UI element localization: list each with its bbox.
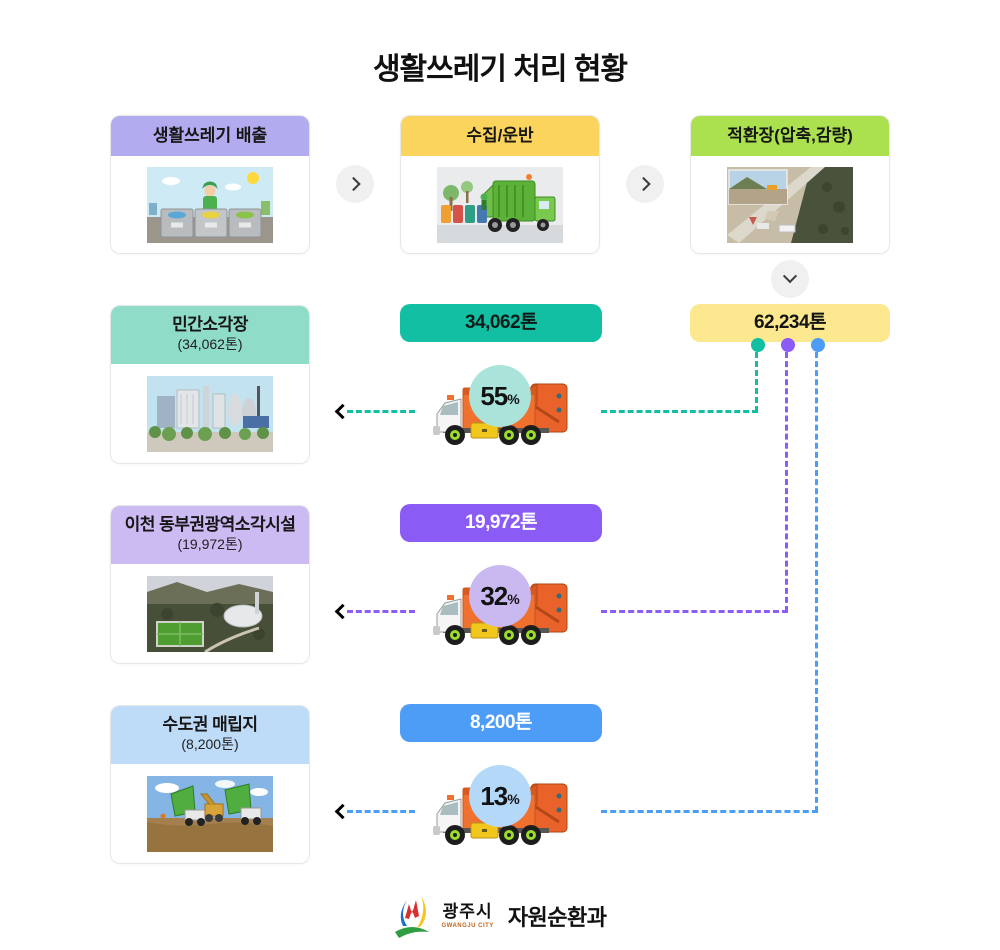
- connector-line-purple-horizontal: [601, 610, 788, 613]
- connector-line-teal-horizontal: [601, 410, 758, 413]
- arrow-line-purple: [347, 610, 415, 613]
- gwangju-city-emblem-icon: [395, 896, 430, 938]
- card-transfer-header: 적환장(압축,감량): [691, 116, 889, 156]
- chevron-right-icon: [346, 176, 361, 192]
- card-private-incinerator: 민간소각장 (34,062톤): [110, 305, 310, 464]
- landfill-site-image: [147, 775, 273, 852]
- percent-unit: %: [507, 391, 520, 407]
- destination-amount: (34,062톤): [177, 336, 243, 352]
- percent-circle-icheon: 32%: [469, 565, 531, 627]
- total-amount-badge: 62,234톤: [690, 304, 890, 342]
- card-waste-discharge: 생활쓰레기 배출: [110, 115, 310, 254]
- arrow-line-blue: [347, 810, 415, 813]
- card-collection-header: 수집/운반: [401, 116, 599, 156]
- card-transfer-station: 적환장(압축,감량): [690, 115, 890, 254]
- connector-dot-purple: [781, 338, 795, 352]
- icheon-facility-aerial-image: [147, 575, 273, 652]
- percent-value: 55: [480, 380, 508, 411]
- footer-department: 자원순환과: [507, 905, 607, 930]
- transfer-station-aerial-image: [727, 166, 853, 243]
- connector-line-teal-vertical: [755, 352, 758, 412]
- card-waste-discharge-header: 생활쓰레기 배출: [111, 116, 309, 156]
- percent-circle-landfill: 13%: [469, 765, 531, 827]
- footer-logo: 광주시 GWANGJU CITY 자원순환과: [0, 892, 1000, 940]
- card-icheon-incinerator: 이천 동부권광역소각시설 (19,972톤): [110, 505, 310, 664]
- destination-amount: (8,200톤): [181, 736, 239, 752]
- connector-dot-blue: [811, 338, 825, 352]
- arrow-line-teal: [347, 410, 415, 413]
- percent-unit: %: [507, 791, 520, 807]
- footer-city-name: 광주시: [442, 902, 493, 921]
- footer-city-name-en: GWANGJU CITY: [441, 923, 494, 929]
- destination-name: 민간소각장: [172, 315, 248, 334]
- destination-name: 이천 동부권광역소각시설: [124, 515, 296, 534]
- amount-badge-landfill: 8,200톤: [400, 704, 602, 742]
- step-arrow-1: [336, 165, 374, 203]
- arrow-head-purple-icon: [334, 603, 351, 620]
- connector-line-blue-vertical: [815, 352, 818, 812]
- step-arrow-2: [626, 165, 664, 203]
- step-arrow-down: [771, 260, 809, 298]
- amount-badge-icheon: 19,972톤: [400, 504, 602, 542]
- connector-line-blue-horizontal: [601, 810, 818, 813]
- amount-badge-incinerator: 34,062톤: [400, 304, 602, 342]
- destination-name: 수도권 매립지: [162, 715, 258, 734]
- page-title: 생활쓰레기 처리 현황: [372, 53, 628, 86]
- destination-amount: (19,972톤): [177, 536, 243, 552]
- garbage-truck-collection-illustration: [437, 166, 563, 243]
- connector-dot-teal: [751, 338, 765, 352]
- percent-unit: %: [507, 591, 520, 607]
- percent-value: 13: [480, 780, 508, 811]
- waste-sorting-illustration: [147, 166, 273, 243]
- chevron-down-icon: [782, 269, 798, 284]
- arrow-head-teal-icon: [334, 403, 351, 420]
- percent-circle-incinerator: 55%: [469, 365, 531, 427]
- connector-line-purple-vertical: [785, 352, 788, 612]
- arrow-head-blue-icon: [334, 803, 351, 820]
- card-metropolitan-landfill: 수도권 매립지 (8,200톤): [110, 705, 310, 864]
- chevron-right-icon: [636, 176, 651, 192]
- private-incinerator-image: [147, 375, 273, 452]
- percent-value: 32: [480, 580, 508, 611]
- card-collection-transport: 수집/운반: [400, 115, 600, 254]
